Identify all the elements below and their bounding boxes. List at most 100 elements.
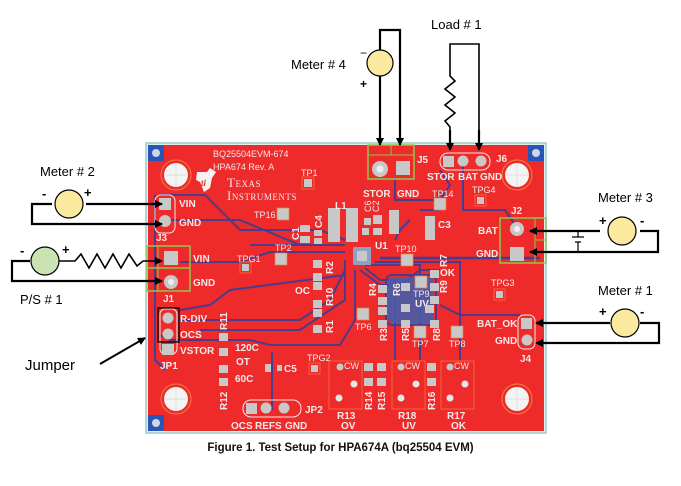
board-revision: HPA674 Rev. A <box>213 162 274 172</box>
potentiometer-r17[interactable] <box>440 360 475 410</box>
pad[interactable] <box>443 156 454 167</box>
tp9-label: TP9 <box>413 289 430 299</box>
r6-label: R6 <box>392 283 403 296</box>
pin[interactable] <box>162 344 174 355</box>
r18-label: R18 <box>398 411 417 422</box>
test-point-tpg4[interactable] <box>474 194 487 207</box>
tp2-label: TP2 <box>275 243 292 253</box>
j5-stor-label: STOR <box>363 189 391 200</box>
test-point-tp10[interactable] <box>400 253 414 267</box>
jp2-ref: JP2 <box>305 405 323 416</box>
test-point-tpg3[interactable] <box>493 288 506 301</box>
c1-label: C1 <box>291 227 302 240</box>
jp1-vstor-label: VSTOR <box>180 346 215 357</box>
j6-stor-label: STOR <box>427 172 455 183</box>
meter2-plus: + <box>84 185 92 200</box>
pin[interactable] <box>278 402 290 414</box>
pad[interactable] <box>457 155 469 167</box>
test-point-tp2[interactable] <box>274 252 288 266</box>
resistor-column-ot <box>219 333 228 386</box>
ps1-label: P/S # 1 <box>20 292 63 307</box>
test-point-tp7[interactable] <box>413 325 427 339</box>
load1-label: Load # 1 <box>431 17 482 32</box>
jp2-refs-label: REFS <box>255 421 282 432</box>
oc-label: OC <box>295 286 310 297</box>
pad[interactable] <box>475 155 487 167</box>
board-name: BQ25504EVM-674 <box>213 149 289 159</box>
test-point-tpg1[interactable] <box>239 261 252 274</box>
r5-label: R5 <box>401 328 412 341</box>
pin[interactable] <box>260 402 272 414</box>
potentiometer-r18[interactable] <box>391 360 426 410</box>
capacitor-c5 <box>265 364 271 372</box>
ok-pot-label: OK <box>451 421 467 432</box>
test-point-tp1[interactable] <box>301 176 315 190</box>
j5-gnd-label: GND <box>397 189 419 200</box>
capacitor-c2 <box>373 215 382 224</box>
ot-label: OT <box>236 357 250 368</box>
jp1-ref: JP1 <box>160 361 178 372</box>
test-point-tp8[interactable] <box>450 325 464 339</box>
svg-text:ti: ti <box>201 178 207 188</box>
r16-label: R16 <box>427 391 438 410</box>
ov-label: OV <box>341 421 356 432</box>
connector-j1: VIN GND J1 <box>146 245 215 305</box>
meter4-label: Meter # 4 <box>291 57 346 72</box>
connector-j2: J2 BAT GND <box>476 206 547 264</box>
c5-label: C5 <box>284 364 297 375</box>
meter2-label: Meter # 2 <box>40 164 95 179</box>
capacitor-c3 <box>425 216 435 240</box>
jp1-rdiv-label: R-DIV <box>180 314 208 325</box>
j2-gnd-label: GND <box>476 249 498 260</box>
pad[interactable] <box>521 318 532 329</box>
capacitor-c6 <box>364 218 371 225</box>
pin[interactable] <box>246 403 257 414</box>
tpg3-label: TPG3 <box>491 278 515 288</box>
components: TP1 TP16 TP2 TPG1 TP14 TPG4 TP10 TPG3 TP… <box>219 168 515 432</box>
meter3-icon <box>607 216 637 246</box>
pad[interactable] <box>510 247 524 261</box>
r3-label: R3 <box>379 328 390 341</box>
tpg2-label: TPG2 <box>307 353 331 363</box>
meter3-plus: + <box>599 213 607 228</box>
test-point-tp6[interactable] <box>356 307 370 321</box>
tpg4-label: TPG4 <box>472 185 496 195</box>
meter1-plus: + <box>599 304 607 319</box>
j6-bat-label: BAT <box>458 172 478 183</box>
pad[interactable] <box>159 215 171 227</box>
power-supply-icon <box>30 246 60 276</box>
ti-logo-icon: ti <box>196 168 216 192</box>
tp7-label: TP7 <box>412 339 429 349</box>
r2-label: R2 <box>325 261 336 274</box>
resistor-column-left <box>313 260 322 333</box>
tp1-label: TP1 <box>301 168 318 178</box>
meter2-minus: - <box>42 186 46 201</box>
figure-caption: Figure 1. Test Setup for HPA674A (bq2550… <box>207 442 474 454</box>
pin[interactable] <box>162 312 174 324</box>
j4-batok-label: BAT_OK <box>477 319 518 330</box>
pad[interactable] <box>521 334 533 346</box>
meter4-minus: − <box>360 46 367 60</box>
jumper-label: Jumper <box>25 357 75 374</box>
test-point-tp16[interactable] <box>276 207 290 221</box>
meter1-minus: - <box>640 304 644 319</box>
external-wiring <box>10 28 661 365</box>
potentiometer-r13[interactable] <box>328 360 363 410</box>
pad[interactable] <box>164 251 178 265</box>
tp14-label: TP14 <box>432 189 454 199</box>
pad[interactable] <box>396 161 410 175</box>
jp2-ocs-label: OCS <box>231 421 253 432</box>
test-point-tpg2[interactable] <box>308 362 321 375</box>
tpg1-label: TPG1 <box>237 254 261 264</box>
l1-label: L1 <box>335 201 347 212</box>
ic-u1 <box>353 247 371 265</box>
test-point-tp9[interactable] <box>414 275 428 289</box>
r10-label: R10 <box>325 287 336 306</box>
c6-label: C6 <box>363 200 373 212</box>
r14-label: R14 <box>364 391 375 410</box>
uv-pot-label: UV <box>402 421 416 432</box>
jumper-jp2: JP2 OCS REFS GND <box>231 399 323 432</box>
test-point-tp14[interactable] <box>433 197 447 211</box>
pin[interactable] <box>162 328 174 340</box>
